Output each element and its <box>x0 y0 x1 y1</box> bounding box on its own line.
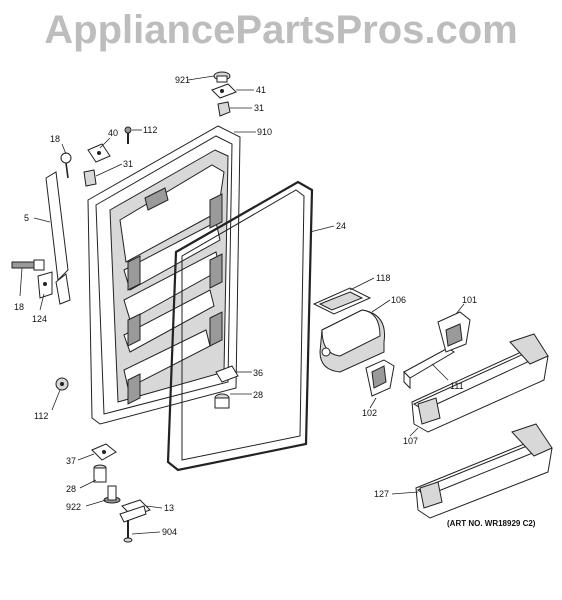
bin-bar-111 <box>403 347 455 390</box>
screw-18-bottom <box>11 259 53 299</box>
door-gasket <box>166 180 314 472</box>
label-40: 40 <box>108 128 118 138</box>
label-102: 102 <box>362 408 377 418</box>
label-112-top: 112 <box>143 125 157 135</box>
label-111: 111 <box>450 381 464 391</box>
cam-112 <box>55 377 69 391</box>
label-904: 904 <box>162 527 177 537</box>
label-36: 36 <box>253 368 263 378</box>
label-28-door: 28 <box>253 390 263 400</box>
label-13: 13 <box>164 503 174 513</box>
label-31-left: 31 <box>123 159 133 169</box>
label-910: 910 <box>257 127 272 137</box>
top-hinge-parts <box>211 71 237 117</box>
label-921: 921 <box>175 75 190 85</box>
label-106: 106 <box>391 295 406 305</box>
bin-end-102 <box>365 359 395 397</box>
door-bin-107 <box>411 333 549 433</box>
label-112-bottom: 112 <box>34 411 48 421</box>
label-31-top: 31 <box>254 103 264 113</box>
bin-end-101 <box>437 311 471 353</box>
door-bin-127 <box>415 423 553 519</box>
label-24: 24 <box>336 221 346 231</box>
bottom-hinge-parts <box>91 443 151 543</box>
art-number: (ART NO. WR18929 C2) <box>447 519 536 528</box>
part-labels: 921 41 31 40 112 910 18 31 5 24 18 124 1… <box>14 75 536 537</box>
label-101: 101 <box>462 295 477 305</box>
dairy-cover-118 <box>312 287 372 315</box>
dairy-compartment-106 <box>319 309 386 373</box>
label-18-bottom: 18 <box>14 302 24 312</box>
label-118: 118 <box>376 273 390 283</box>
hinge-bracket-40 <box>87 126 132 163</box>
label-37: 37 <box>66 456 76 466</box>
label-922: 922 <box>66 502 81 512</box>
label-107: 107 <box>403 436 418 446</box>
leader-lines <box>19 75 465 535</box>
door-shell <box>87 125 241 425</box>
bracket-36-bushing-28 <box>214 365 239 409</box>
label-41: 41 <box>256 85 266 95</box>
screw-18-top <box>60 152 97 187</box>
label-124: 124 <box>32 314 47 324</box>
label-28-hinge: 28 <box>66 484 76 494</box>
handle-5 <box>45 171 71 305</box>
label-18-top: 18 <box>50 134 60 144</box>
label-5: 5 <box>24 213 29 223</box>
watermark-text: AppliancePartsPros.com <box>44 8 518 52</box>
label-127: 127 <box>374 489 389 499</box>
